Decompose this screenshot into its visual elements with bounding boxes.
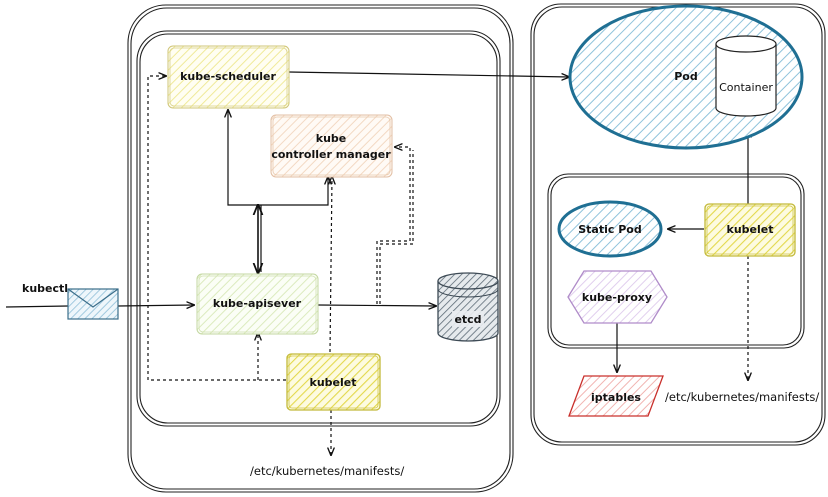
manifests-path-worker: /etc/kubernetes/manifests/ [665,390,819,404]
dashed-kubelet-loop-to-scheduler [147,76,286,381]
iptables-label: iptables [591,391,641,404]
kubelet-worker-box: kubelet [704,203,796,257]
kube-proxy-hexagon: kube-proxy [567,270,668,324]
kubectl-label: kubectl [22,282,68,295]
kube-controller-manager-label-line1: kube [316,132,346,145]
kubelet-worker-label: kubelet [727,223,774,236]
connectors [5,71,748,372]
dashed-kubelet-to-controller [330,177,332,353]
iptables-parallelogram: iptables [568,375,664,417]
master-node-frame [127,4,514,493]
arrow-apiserver-to-etcd [317,305,436,306]
worker-inner-frame [547,173,805,349]
kube-controller-manager-label-line2: controller manager [271,148,391,161]
dashed-connectors [147,76,748,455]
arrow-scheduler-to-pod [288,71,569,77]
control-plane-frame [136,30,501,427]
container-label: Container [719,81,773,94]
manifests-path-master: /etc/kubernetes/manifests/ [250,464,404,478]
arrow-kubectl-to-apiserver [5,305,69,308]
container-cylinder: Container [715,35,777,117]
pod-label: Pod [674,70,698,83]
etcd-database: etcd [437,272,499,342]
kubelet-master-label: kubelet [310,376,357,389]
kube-controller-manager-box: kube controller manager [270,114,393,178]
kube-apiserver-label: kube-apisever [213,297,302,310]
dashed-etcd-to-controller-2 [379,150,414,304]
etcd-label: etcd [454,313,481,326]
kube-apiserver-box: kube-apisever [196,273,319,335]
dashed-etcd-to-controller [376,147,411,304]
kube-scheduler-box: kube-scheduler [167,45,290,109]
envelope-icon [67,288,119,320]
kubelet-master-box: kubelet [286,353,381,411]
kube-proxy-label: kube-proxy [582,291,652,304]
kube-scheduler-label: kube-scheduler [180,70,276,83]
arrow-apiserver-to-controller [258,177,328,206]
static-pod-ellipse: Static Pod [557,200,663,258]
arrow-envelope-to-apiserver [117,305,194,306]
static-pod-label: Static Pod [578,223,641,236]
arrow-apiserver-to-scheduler [228,110,258,206]
